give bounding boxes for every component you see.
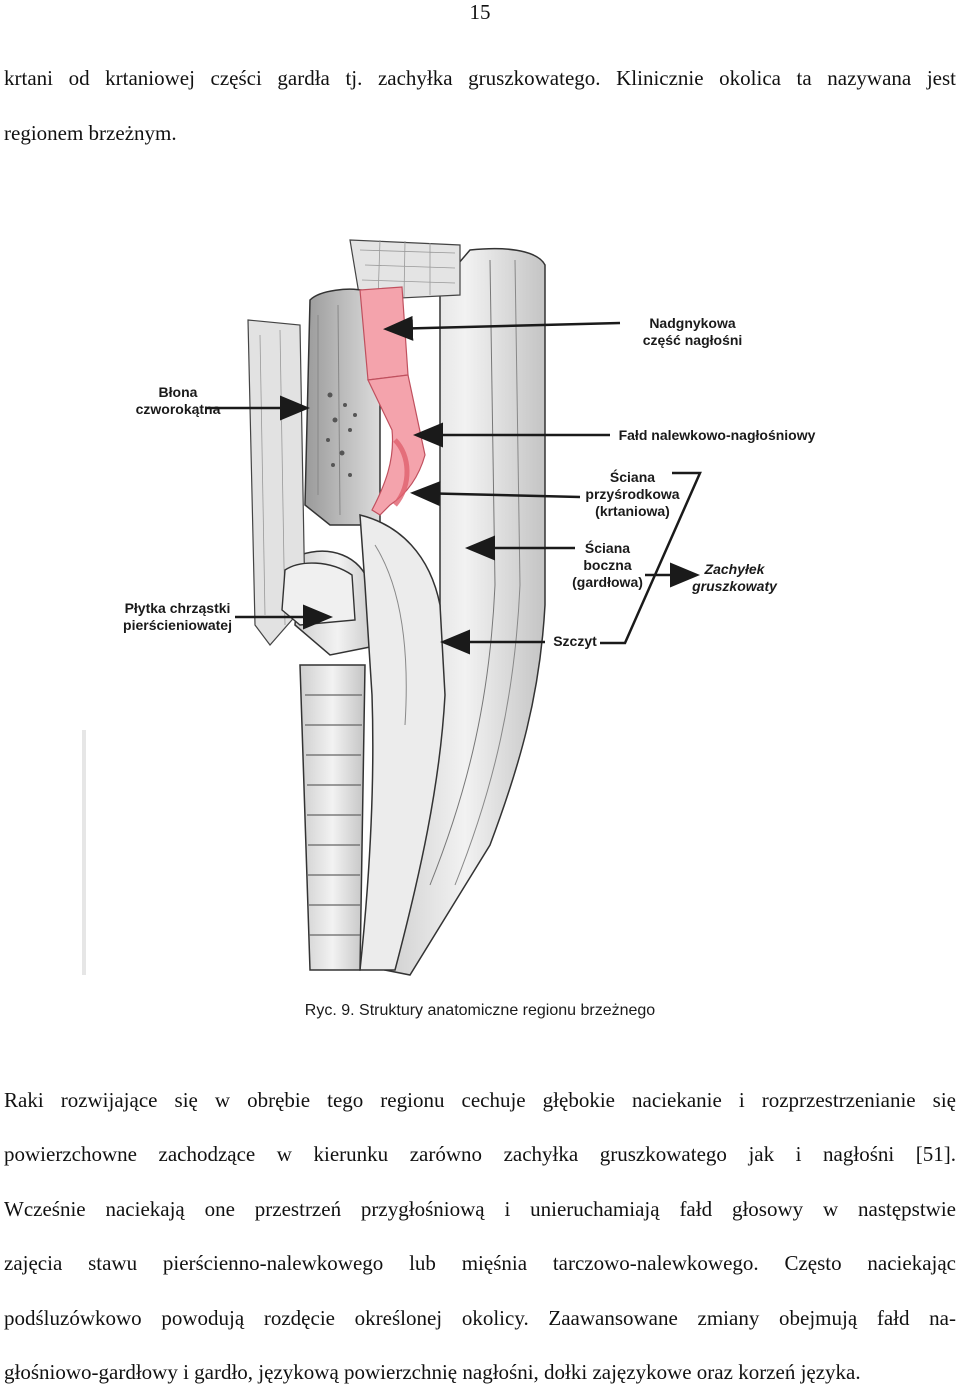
body-line-5: podśluzówkowo powodują rozdęcie określon… <box>4 1306 956 1330</box>
intro-line-1: krtani od krtaniowej części gardła tj. z… <box>4 66 956 90</box>
piriform-sinus <box>359 514 446 971</box>
intro-line-2: regionem brzeżnym. <box>4 121 177 145</box>
label-quadrangular-membrane: Błona czworokątna <box>135 384 221 417</box>
body-line-3: Wcześnie naciekają one przestrzeń przygł… <box>4 1197 956 1221</box>
trachea-rings <box>305 694 362 936</box>
larynx-illustration <box>82 239 702 976</box>
trachea <box>299 664 366 971</box>
body-line-2: powierzchowne zachodzące w kierunku zaró… <box>4 1142 956 1166</box>
page-number: 15 <box>469 0 491 24</box>
supraglottic-epiglottis-highlight <box>359 286 409 381</box>
thyroid-cartilage <box>304 288 381 526</box>
label-piriform-sinus: Zachyłek gruszkowaty <box>692 561 777 594</box>
label-supraglottic: Nadgnykowa część nagłośni <box>642 315 743 348</box>
label-medial-wall: Ściana przyśrodkowa (krtaniowa) <box>585 469 680 519</box>
figure-caption: Ryc. 9. Struktury anatomiczne regionu br… <box>304 1002 656 1019</box>
label-lateral-wall: Ściana boczna (gardłowa) <box>572 540 643 590</box>
label-aryepiglottic-fold: Fałd nalewkowo-nagłośniowy <box>618 427 816 443</box>
body-line-1: Raki rozwijające się w obrębie tego regi… <box>4 1088 956 1112</box>
body-line-4: zajęcia stawu pierścienno-nalewkowego lu… <box>4 1251 956 1275</box>
cricoid-plate <box>281 562 356 626</box>
anatomy-figure: Nadgnykowa część nagłośni Błona czworoką… <box>0 225 960 995</box>
tongue-base <box>349 239 461 301</box>
label-arrows <box>205 315 702 655</box>
label-apex: Szczyt <box>553 633 597 649</box>
body-line-6: głośniowo-gardłowy i gardło, językową po… <box>4 1360 861 1384</box>
membrane-texture <box>326 392 357 477</box>
label-cricoid-plate: Płytka chrząstki pierścieniowatej <box>123 600 232 633</box>
scan-artifact <box>82 730 86 975</box>
